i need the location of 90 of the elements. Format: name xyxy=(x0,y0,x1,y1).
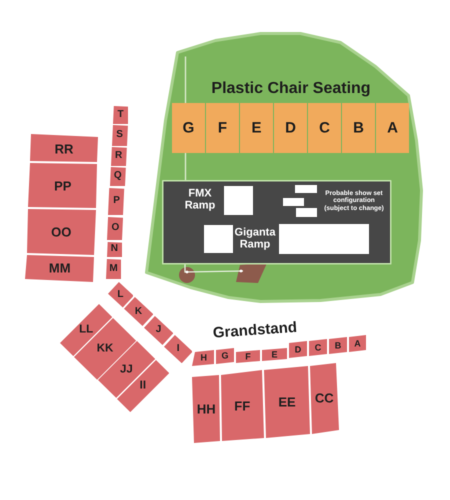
section-label: N xyxy=(110,244,118,254)
section-label: O xyxy=(111,223,120,234)
seating-section xyxy=(221,370,264,441)
seating-section xyxy=(124,297,154,326)
chair-seating-section xyxy=(240,103,273,153)
seating-section xyxy=(349,335,366,352)
seating-section xyxy=(192,350,214,366)
seating-section xyxy=(106,242,122,258)
section-label: LL xyxy=(79,324,94,336)
section-label: EE xyxy=(278,396,296,408)
seating-section xyxy=(107,216,124,240)
seating-section xyxy=(108,188,125,216)
section-label: D xyxy=(294,345,302,354)
section-label: II xyxy=(140,380,146,392)
seating-section xyxy=(309,339,327,356)
stage-platform xyxy=(279,224,369,254)
seating-section xyxy=(116,360,169,412)
section-label: PP xyxy=(54,179,72,192)
section-label: I xyxy=(176,344,180,354)
section-label: F xyxy=(245,352,251,361)
seating-section xyxy=(289,341,307,358)
stage-platform xyxy=(283,198,304,206)
section-label: J xyxy=(156,325,162,336)
section-label: R xyxy=(115,151,122,162)
ramp-label: Giganta Ramp xyxy=(234,226,276,252)
seating-section xyxy=(27,209,96,255)
stage-platform xyxy=(204,225,233,253)
seating-section xyxy=(110,166,126,186)
section-label: MM xyxy=(48,262,71,275)
section-label: B xyxy=(334,341,342,350)
seating-section xyxy=(98,341,155,398)
seating-section xyxy=(108,282,134,308)
section-label: C xyxy=(319,120,330,136)
section-label: C xyxy=(314,343,322,352)
chair-seating-section xyxy=(376,103,409,153)
seating-section xyxy=(236,350,260,363)
grandstand-label: Grandstand xyxy=(212,320,298,342)
stage-platform xyxy=(296,208,317,217)
seating-section xyxy=(216,348,234,364)
playing-field xyxy=(144,32,422,302)
section-label: HH xyxy=(196,402,216,416)
seating-section xyxy=(329,337,347,354)
seating-section xyxy=(112,106,128,124)
seating-section xyxy=(164,334,192,363)
section-label: L xyxy=(117,290,124,300)
section-label: S xyxy=(116,130,123,140)
stage-platform xyxy=(224,186,253,215)
section-label: D xyxy=(285,120,296,136)
section-label: A xyxy=(387,120,398,136)
section-label: P xyxy=(113,196,120,206)
chair-seating-section xyxy=(172,103,205,153)
seating-section xyxy=(112,124,128,146)
chair-seating-section xyxy=(206,103,239,153)
stage-area xyxy=(162,180,392,265)
section-label: OO xyxy=(51,225,72,238)
chair-seating-section xyxy=(308,103,341,153)
section-label: K xyxy=(134,306,142,317)
section-label: A xyxy=(354,339,361,348)
seating-area-heading: Plastic Chair Seating xyxy=(211,81,371,97)
section-label: KK xyxy=(96,342,114,354)
seating-section xyxy=(310,363,339,434)
section-label: H xyxy=(200,354,207,362)
section-label: G xyxy=(222,352,228,360)
section-label: RR xyxy=(54,142,74,155)
section-label: JJ xyxy=(120,364,133,376)
chair-seating-section xyxy=(342,103,375,153)
stage-platform xyxy=(295,185,317,193)
seating-section xyxy=(106,258,122,280)
ramp-label: FMX Ramp xyxy=(184,188,216,212)
section-label: E xyxy=(272,350,278,359)
seating-section xyxy=(74,318,136,380)
section-label: M xyxy=(109,264,118,274)
seating-section xyxy=(60,304,112,356)
section-label: CC xyxy=(314,392,334,405)
seating-section xyxy=(110,146,127,166)
section-label: B xyxy=(353,120,364,136)
seating-section xyxy=(192,375,220,443)
section-label: Q xyxy=(114,171,122,182)
seating-section xyxy=(264,366,310,438)
section-label: G xyxy=(182,120,194,136)
seating-section xyxy=(25,255,94,282)
seating-section xyxy=(262,348,287,361)
seating-section xyxy=(144,316,174,345)
section-label: E xyxy=(252,120,262,136)
section-label: T xyxy=(118,110,124,120)
section-label: FF xyxy=(234,400,250,412)
chair-seating-section xyxy=(274,103,307,153)
section-label: F xyxy=(218,120,228,136)
seating-section xyxy=(28,163,97,208)
seating-section xyxy=(30,134,98,162)
